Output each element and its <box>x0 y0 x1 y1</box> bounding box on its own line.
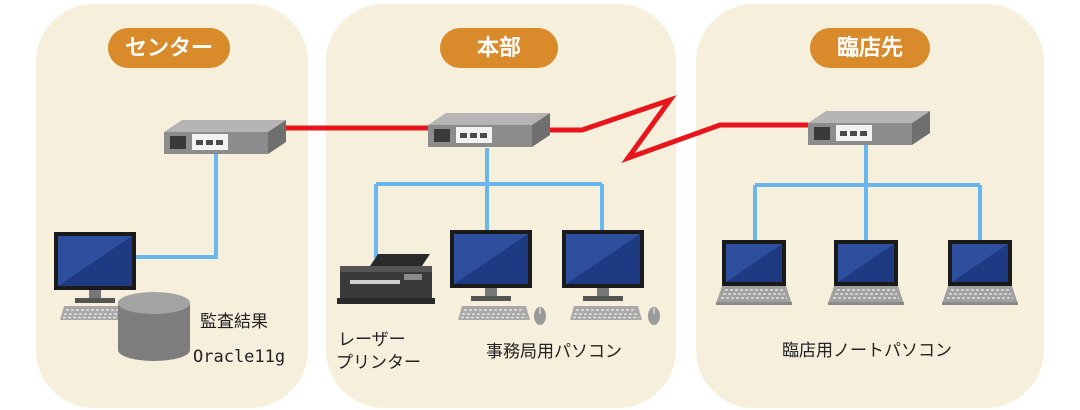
hq-mouse-2-icon <box>647 306 661 326</box>
zone-hq-badge: 本部 <box>440 28 558 68</box>
center-router-icon <box>164 120 286 154</box>
wan-line-hq-store <box>550 95 810 164</box>
printer-label-line2: プリンター <box>336 353 421 373</box>
zone-center-title: センター <box>125 36 213 61</box>
zone-store-title: 臨店先 <box>837 36 903 61</box>
hq-keyboard-1-icon <box>457 305 531 321</box>
hq-keyboard-2-icon <box>569 305 643 321</box>
store-laptop-1-icon <box>715 239 793 306</box>
office-pc-label: 事務局用パソコン <box>486 342 622 362</box>
store-router-icon <box>808 111 930 145</box>
lan-lines-center <box>134 154 218 259</box>
laser-printer-icon <box>337 254 435 304</box>
zone-store-badge: 臨店先 <box>810 28 930 68</box>
database-icon <box>118 292 190 361</box>
printer-label-line1: レーザー <box>338 330 406 350</box>
oracle-label: Oracle11g <box>193 347 285 367</box>
zone-store-bg <box>696 4 1044 408</box>
lan-lines-hq <box>374 148 604 258</box>
audit-result-label: 監査結果 <box>200 312 268 332</box>
lan-lines-store <box>753 145 982 240</box>
zone-hq-title: 本部 <box>477 35 521 61</box>
store-laptop-3-icon <box>941 239 1019 306</box>
hq-router-icon <box>428 113 550 147</box>
store-laptop-label: 臨店用ノートパソコン <box>782 341 952 361</box>
hq-mouse-1-icon <box>533 306 547 326</box>
store-laptop-2-icon <box>827 239 905 306</box>
zone-center-badge: センター <box>108 28 230 68</box>
